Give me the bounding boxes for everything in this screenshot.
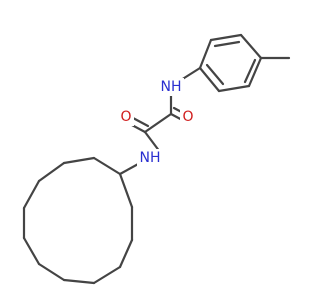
atom-labels: NH NH O O: [118, 78, 196, 167]
nh-to-carbonyl-left-bond: [143, 130, 162, 154]
o-left-label: O: [120, 109, 131, 125]
nh-to-aryl-bond: [179, 66, 202, 82]
ring-bond-2: [62, 156, 96, 165]
bonds: [22, 33, 291, 285]
ring-bond-1: [92, 156, 122, 176]
carbonyl-link-bond: [143, 112, 173, 134]
aryl-inner-double-1: [213, 40, 241, 48]
ring-to-nh-bond: [118, 161, 142, 176]
o-left-mask: [118, 108, 134, 126]
ring-bond-4: [22, 179, 41, 210]
molecule-structure: NH NH O O: [22, 33, 291, 285]
nh-bottom-label: NH: [140, 150, 161, 166]
aryl-inner-double-2: [243, 58, 257, 84]
aryl-bond-3: [239, 33, 263, 60]
o-right-label: O: [182, 109, 193, 125]
aryl-inner-double-3: [205, 63, 225, 86]
carbonyl-left-double-bond-b: [131, 116, 150, 128]
ring-bond-6: [22, 236, 41, 266]
ring-bond-9: [92, 265, 122, 285]
aryl-bond-5: [217, 84, 251, 93]
ring-bond-3: [37, 161, 66, 183]
molecule-canvas: NH NH O O: [22, 33, 291, 285]
ring-bond-8: [62, 278, 96, 285]
nh-top-label: NH: [161, 79, 182, 95]
ring-bond-12: [118, 172, 134, 209]
nh-top-mask: [158, 78, 184, 96]
o-right-mask: [180, 108, 196, 126]
ring-bond-7: [37, 262, 66, 282]
nh-bottom-mask: [137, 149, 163, 167]
aryl-bond-2: [209, 33, 243, 42]
ring-bond-10: [118, 238, 134, 269]
aryl-bond-1: [198, 38, 213, 70]
aryl-bond-4: [247, 56, 263, 88]
aryl-bond-6: [198, 66, 221, 93]
